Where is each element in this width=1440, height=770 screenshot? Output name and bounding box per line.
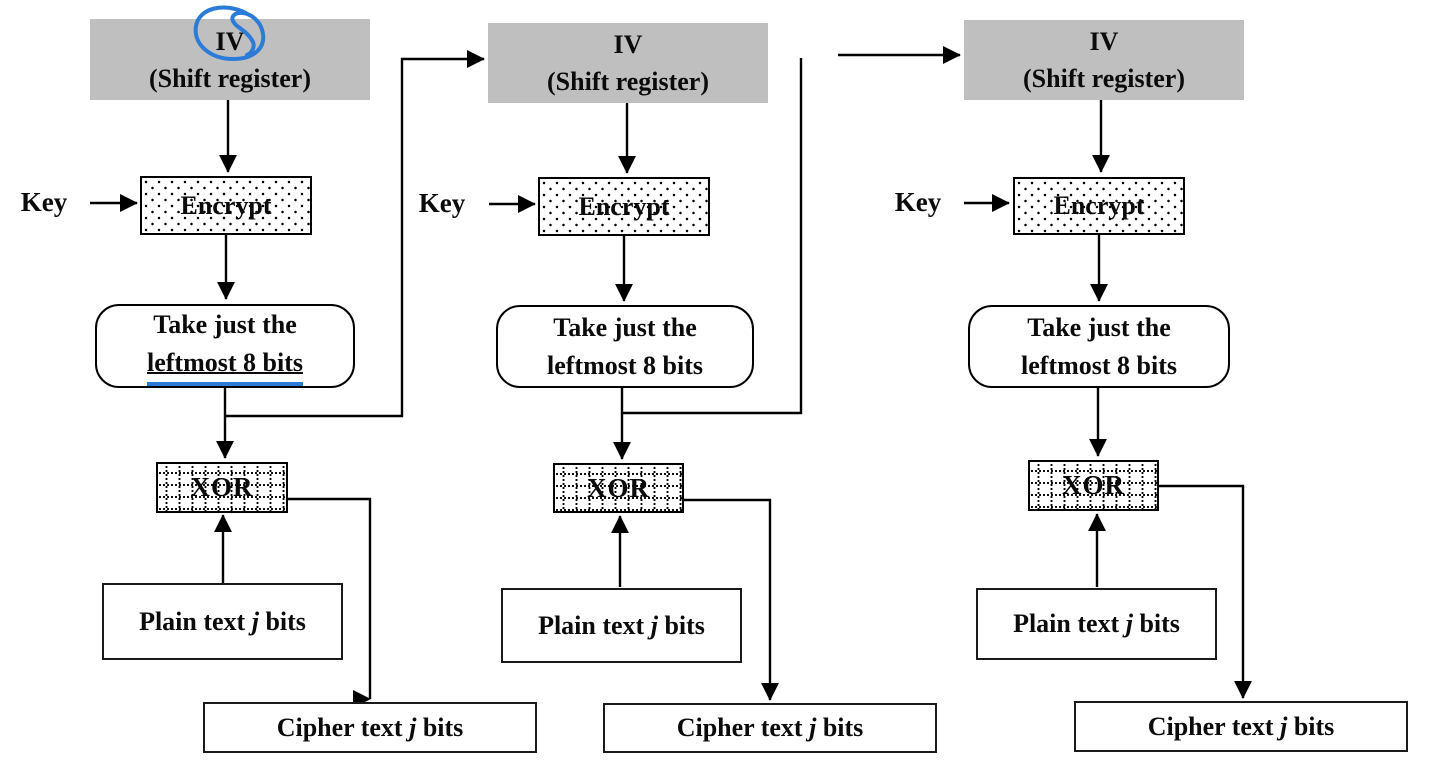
stage1-ciphertext-label: Cipher text j bits — [276, 712, 464, 742]
stage3-take-leftmost-box: Take just the leftmost 8 bits — [968, 305, 1230, 388]
stage3-encrypt-box: Encrypt — [1013, 177, 1185, 235]
stage2-take-leftmost-box: Take just the leftmost 8 bits — [496, 305, 754, 388]
stage1-xor-box: XOR — [156, 462, 288, 513]
stage1-iv-subtitle: (Shift register) — [149, 63, 311, 93]
stage2-xor-box: XOR — [553, 463, 684, 513]
stage1-iv-shift-register-box: IV (Shift register) — [90, 19, 370, 100]
stage3-plaintext-box: Plain text j bits — [976, 588, 1217, 660]
stage1-key-label: Key — [20, 187, 68, 217]
stage3-take-line2: leftmost 8 bits — [1021, 350, 1177, 380]
stage2-take-line2: leftmost 8 bits — [547, 350, 703, 380]
stage1-plaintext-label: Plain text j bits — [139, 606, 306, 636]
stage3-ciphertext-label: Cipher text j bits — [1147, 711, 1335, 741]
stage3-iv-shift-register-box: IV (Shift register) — [964, 20, 1244, 100]
stage2-cipher-j-var: j — [809, 713, 817, 743]
stage1-take-line2-blue-underlined: leftmost 8 bits — [147, 344, 303, 386]
stage1-take-leftmost-box: Take just the leftmost 8 bits — [95, 304, 355, 388]
stage2-key-label: Key — [418, 188, 466, 218]
stage3-plain-j-var: j — [1125, 609, 1133, 639]
stage2-ciphertext-label: Cipher text j bits — [676, 713, 864, 743]
stage2-plaintext-label: Plain text j bits — [538, 610, 705, 640]
stage1-plain-j-var: j — [251, 606, 259, 636]
stage2-encrypt-label: Encrypt — [578, 191, 670, 221]
stage1-xor-label: XOR — [190, 472, 254, 503]
stage1-encrypt-label: Encrypt — [180, 190, 272, 220]
stage2-take-line1: Take just the — [553, 312, 697, 342]
stage2-xor-label: XOR — [587, 472, 650, 503]
stage1-cipher-j-var: j — [409, 712, 417, 742]
stage2-iv-title: IV — [613, 30, 643, 59]
stage3-iv-title: IV — [1089, 27, 1119, 56]
stage3-encrypt-label: Encrypt — [1053, 191, 1145, 221]
stage1-encrypt-box: Encrypt — [140, 176, 312, 235]
stage2-encrypt-box: Encrypt — [538, 177, 710, 236]
stage3-plaintext-label: Plain text j bits — [1013, 609, 1180, 639]
stage2-iv-shift-register-box: IV (Shift register) — [488, 23, 768, 103]
stage1-iv-title: IV — [215, 26, 245, 56]
stage2-plaintext-box: Plain text j bits — [501, 588, 742, 663]
stage3-xor-label: XOR — [1062, 470, 1125, 501]
stage2-iv-subtitle: (Shift register) — [547, 67, 709, 96]
stage3-xor-box: XOR — [1028, 460, 1159, 511]
stage3-ciphertext-box: Cipher text j bits — [1074, 701, 1408, 752]
stage3-take-line1: Take just the — [1027, 312, 1171, 342]
stage1-take-line1: Take just the — [153, 310, 297, 339]
stage3-cipher-j-var: j — [1280, 711, 1288, 741]
stage1-ciphertext-box: Cipher text j bits — [203, 702, 537, 753]
stage1-plaintext-box: Plain text j bits — [102, 583, 343, 660]
stage2-plain-j-var: j — [650, 610, 658, 640]
stage3-iv-subtitle: (Shift register) — [1023, 64, 1185, 93]
stage3-key-label: Key — [894, 187, 942, 217]
stage2-ciphertext-box: Cipher text j bits — [603, 703, 937, 753]
